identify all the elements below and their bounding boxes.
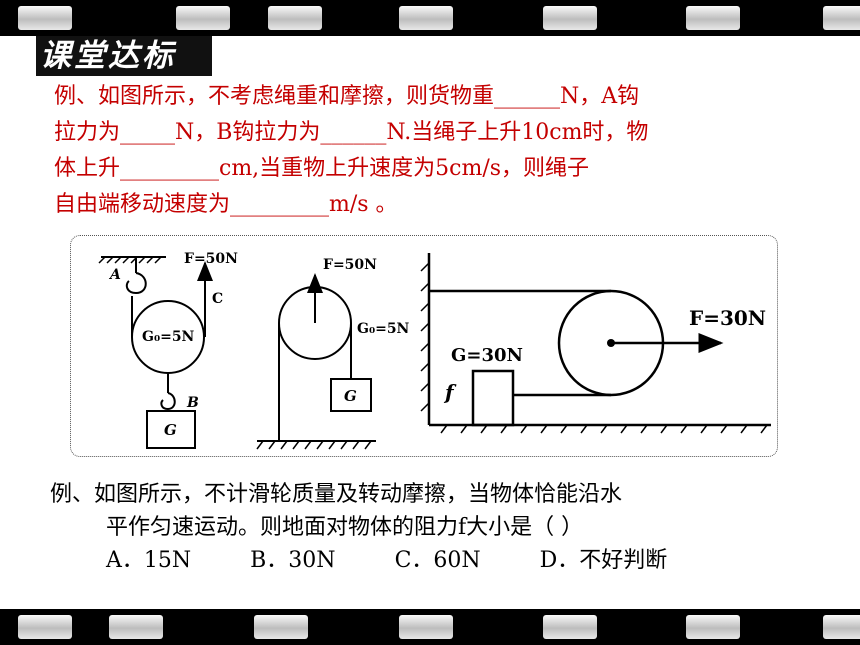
question-1-line-2: 拉力为_____N，B钩拉力为______N.当绳子上升10cm时，物 xyxy=(54,120,649,145)
film-strip-top xyxy=(0,0,860,36)
question-2: 例、如图所示，不计滑轮质量及转动摩擦，当物体恰能沿水 平作匀速运动。则地面对物体… xyxy=(50,478,850,577)
block xyxy=(471,369,515,427)
pulley-axle xyxy=(607,339,615,347)
option-a[interactable]: A．15N xyxy=(106,548,192,573)
film-hole xyxy=(109,615,163,639)
option-c[interactable]: C．60N xyxy=(394,548,481,573)
figure-fixed-pulley xyxy=(256,273,376,450)
fig1-hook-b-label: B xyxy=(186,395,199,411)
film-hole xyxy=(686,6,740,30)
fig1-hook-a-label: A xyxy=(108,267,121,283)
film-hole xyxy=(823,6,860,30)
fig1-pulley-label: G₀=5N xyxy=(142,329,195,345)
film-hole xyxy=(543,615,597,639)
film-hole xyxy=(399,6,453,30)
question-1: 例、如图所示，不考虑绳重和摩擦，则货物重______N，A钩 拉力为_____N… xyxy=(54,79,844,223)
film-hole xyxy=(399,615,453,639)
film-strip-bottom xyxy=(0,609,860,645)
question-2-line-2: 平作匀速运动。则地面对物体的阻力f大小是（ ） xyxy=(106,515,584,540)
fig1-rope-c-label: C xyxy=(212,291,223,307)
question-1-line-3: 体上升_________cm,当重物上升速度为5cm/s，则绳子 xyxy=(54,156,590,181)
pulley-diagrams: F=50N A C G₀=5N B G F=50N G₀=5N G xyxy=(98,251,771,450)
film-hole xyxy=(254,615,308,639)
film-hole xyxy=(823,615,860,639)
weight-block xyxy=(146,410,196,449)
figure-movable-pulley xyxy=(98,256,213,449)
weight-block xyxy=(330,378,372,412)
film-hole xyxy=(18,615,72,639)
film-hole xyxy=(176,6,230,30)
hook-b xyxy=(160,392,176,411)
film-hole xyxy=(543,6,597,30)
fig3-block-label: G=30N xyxy=(451,345,523,366)
hook-a xyxy=(125,272,147,295)
question-1-line-4: 自由端移动速度为_________m/s 。 xyxy=(54,192,398,217)
section-heading: 课堂达标 xyxy=(36,36,212,76)
fig3-friction-label: f xyxy=(443,380,457,404)
option-b[interactable]: B．30N xyxy=(250,548,336,573)
fig2-pulley-label: G₀=5N xyxy=(357,321,410,337)
film-hole xyxy=(686,615,740,639)
fig2-force-label: F=50N xyxy=(323,257,377,273)
fig1-weight-label: G xyxy=(164,421,177,439)
fig3-force-label: F=30N xyxy=(689,306,766,330)
fig1-force-label: F=50N xyxy=(184,251,238,267)
question-2-line-1: 例、如图所示，不计滑轮质量及转动摩擦，当物体恰能沿水 xyxy=(50,482,623,507)
figure-horizontal-pulley xyxy=(420,253,771,434)
figures-panel: F=50N A C G₀=5N B G F=50N G₀=5N G xyxy=(70,235,778,457)
question-1-line-1: 例、如图所示，不考虑绳重和摩擦，则货物重______N，A钩 xyxy=(54,84,640,109)
film-hole xyxy=(268,6,322,30)
fig2-weight-label: G xyxy=(344,387,357,405)
answer-options: A．15N B．30N C．60N D．不好判断 xyxy=(50,544,850,577)
option-d[interactable]: D．不好判断 xyxy=(539,548,668,573)
film-hole xyxy=(18,6,72,30)
